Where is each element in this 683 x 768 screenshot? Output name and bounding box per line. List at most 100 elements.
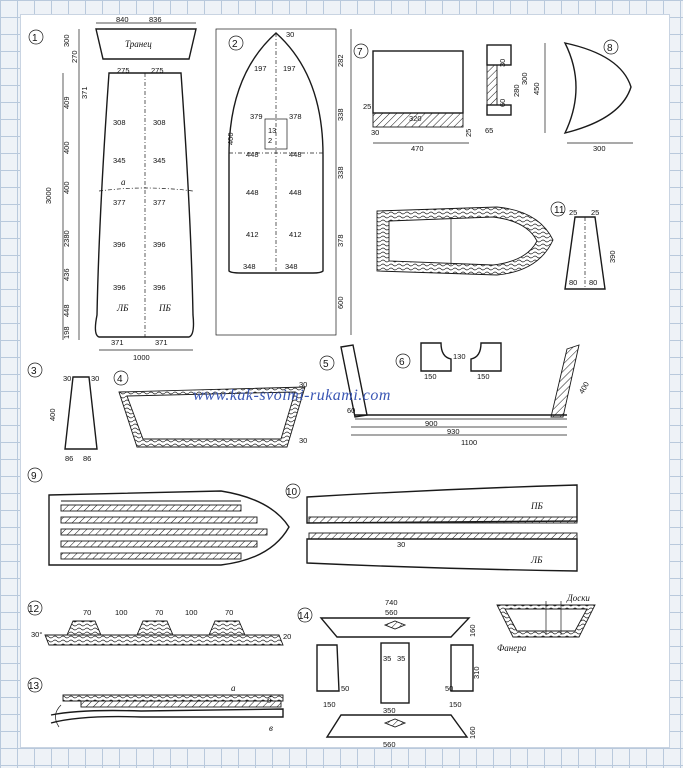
svg-text:25: 25 xyxy=(591,208,599,217)
svg-text:448: 448 xyxy=(289,150,302,159)
svg-text:450: 450 xyxy=(532,82,541,95)
svg-text:400: 400 xyxy=(226,132,235,145)
svg-text:348: 348 xyxy=(285,262,298,271)
svg-text:840: 840 xyxy=(116,15,129,24)
svg-text:740: 740 xyxy=(385,598,398,607)
svg-text:7: 7 xyxy=(357,47,363,58)
svg-text:70: 70 xyxy=(225,608,233,617)
svg-text:а: а xyxy=(121,177,126,187)
part-7-seat: 7 xyxy=(353,43,512,144)
svg-text:160: 160 xyxy=(468,726,477,739)
svg-text:30: 30 xyxy=(299,436,307,445)
svg-text:30: 30 xyxy=(299,380,307,389)
svg-text:30: 30 xyxy=(498,59,507,67)
svg-text:300: 300 xyxy=(593,144,606,153)
svg-text:396: 396 xyxy=(153,240,166,249)
svg-text:197: 197 xyxy=(254,64,267,73)
part-1-dimensions: 840 836 300 270 275 275 371 409 308 308 … xyxy=(44,15,171,362)
svg-text:412: 412 xyxy=(289,230,302,239)
svg-text:80: 80 xyxy=(569,278,577,287)
svg-text:150: 150 xyxy=(323,700,336,709)
svg-text:160: 160 xyxy=(468,624,477,637)
svg-text:ПБ: ПБ xyxy=(530,501,543,511)
svg-text:338: 338 xyxy=(336,166,345,179)
svg-text:Транец: Транец xyxy=(125,39,152,49)
svg-text:50: 50 xyxy=(445,684,453,693)
svg-text:338: 338 xyxy=(336,108,345,121)
svg-text:345: 345 xyxy=(113,156,126,165)
svg-text:2: 2 xyxy=(268,136,272,145)
svg-text:в: в xyxy=(269,723,273,733)
svg-text:412: 412 xyxy=(246,230,259,239)
svg-text:Доски: Доски xyxy=(566,593,590,603)
svg-text:8: 8 xyxy=(607,43,613,54)
drawing-sheet: 1 Транец 840 836 300 270 275 275 371 409… xyxy=(20,14,670,749)
svg-text:400: 400 xyxy=(577,380,591,395)
part-12-slat-joint: 12 70 100 70 100 70 30° 20 xyxy=(27,600,291,646)
part-5-side-assembly: 5 400 60 900 930 1100 xyxy=(319,344,591,447)
svg-text:30: 30 xyxy=(397,540,405,549)
svg-text:13: 13 xyxy=(268,126,276,135)
svg-text:280: 280 xyxy=(512,84,521,97)
part-13-hull-joint: 13 а б в xyxy=(27,677,284,733)
svg-text:30: 30 xyxy=(286,30,294,39)
svg-text:600: 600 xyxy=(336,296,345,309)
svg-text:396: 396 xyxy=(113,240,126,249)
svg-text:130: 130 xyxy=(453,352,466,361)
svg-text:275: 275 xyxy=(117,66,130,75)
svg-text:378: 378 xyxy=(289,112,302,121)
part-3-knee: 3 30 30 400 86 86 xyxy=(27,362,99,463)
part-2-dimensions: 30 197 197 282 379 378 338 400 448 448 3… xyxy=(226,30,345,309)
svg-text:371: 371 xyxy=(80,86,89,99)
part-11-knee: 11 25 25 390 80 80 xyxy=(550,201,617,290)
part-9-floor-grating: 9 xyxy=(27,467,290,566)
svg-text:448: 448 xyxy=(246,150,259,159)
svg-text:25: 25 xyxy=(363,102,371,111)
part-4-cross-section: 4 30 30 xyxy=(113,370,307,448)
svg-text:70: 70 xyxy=(83,608,91,617)
svg-text:5: 5 xyxy=(323,359,329,370)
svg-text:Фанера: Фанера xyxy=(497,643,527,653)
part-14-end-view: Доски Фанера xyxy=(496,593,596,653)
boat-drawing: 1 Транец 840 836 300 270 275 275 371 409… xyxy=(27,15,633,749)
svg-text:282: 282 xyxy=(336,54,345,67)
svg-text:371: 371 xyxy=(111,338,124,347)
svg-text:100: 100 xyxy=(115,608,128,617)
watermark: www.kak-svoimi-rukami.com xyxy=(193,387,391,404)
svg-text:308: 308 xyxy=(113,118,126,127)
svg-text:350: 350 xyxy=(383,706,396,715)
svg-text:86: 86 xyxy=(83,454,91,463)
svg-text:70: 70 xyxy=(155,608,163,617)
svg-text:150: 150 xyxy=(477,372,490,381)
svg-text:30: 30 xyxy=(371,128,379,137)
svg-text:86: 86 xyxy=(65,454,73,463)
svg-text:25: 25 xyxy=(569,208,577,217)
boat-plan-view xyxy=(376,206,554,276)
svg-text:9: 9 xyxy=(31,471,37,482)
svg-text:3000: 3000 xyxy=(44,187,53,204)
svg-text:2: 2 xyxy=(232,39,238,50)
part-10-side-boards: 10 ПБ ЛБ 30 xyxy=(285,483,578,572)
svg-text:50: 50 xyxy=(341,684,349,693)
svg-text:4: 4 xyxy=(117,374,123,385)
svg-text:400: 400 xyxy=(62,181,71,194)
svg-text:390: 390 xyxy=(608,250,617,263)
svg-text:400: 400 xyxy=(62,141,71,154)
svg-text:308: 308 xyxy=(153,118,166,127)
svg-text:836: 836 xyxy=(149,15,162,24)
svg-text:25: 25 xyxy=(464,129,473,137)
svg-text:300: 300 xyxy=(62,34,71,47)
svg-text:1: 1 xyxy=(32,33,38,44)
svg-text:560: 560 xyxy=(383,740,396,749)
svg-text:б: б xyxy=(267,695,272,705)
svg-text:378: 378 xyxy=(336,234,345,247)
part-7-dimensions: 300 30 280 60 25 320 30 25 65 470 xyxy=(363,59,529,153)
svg-text:ПБ: ПБ xyxy=(158,303,171,313)
svg-text:400: 400 xyxy=(48,408,57,421)
part-8-bow-frame: 8 450 300 xyxy=(532,39,633,153)
svg-text:470: 470 xyxy=(411,144,424,153)
part-14-seat-parts: 14 740 560 160 35 35 310 50 50 150 150 3… xyxy=(297,598,481,749)
svg-text:930: 930 xyxy=(447,427,460,436)
part-6-brackets: 6 150 130 150 xyxy=(395,342,502,381)
svg-text:14: 14 xyxy=(298,611,310,622)
